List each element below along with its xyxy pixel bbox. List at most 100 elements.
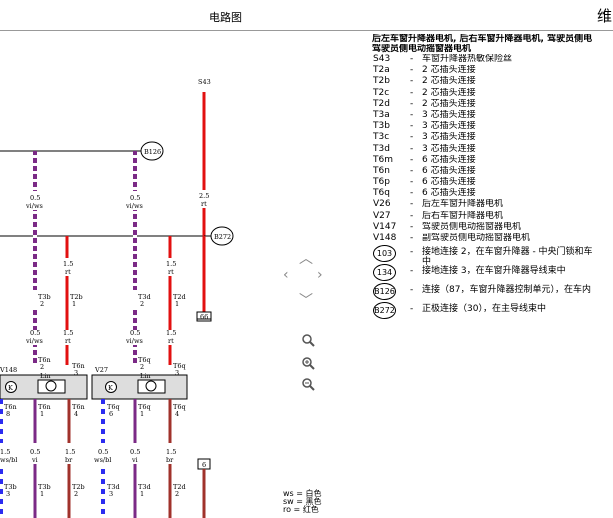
legend-code: T2b — [373, 76, 390, 87]
legend-dash: - — [410, 266, 414, 277]
wire-size-label: 0.5 — [130, 329, 140, 337]
legend-item: V148-副驾驶员侧电动摇窗器电机 — [372, 233, 613, 244]
legend-dash: - — [410, 109, 414, 120]
legend-desc: 后右车窗升降器电机 — [422, 210, 504, 221]
wire-size-label: 2.5 — [199, 192, 209, 200]
box-6-label: 6 — [202, 461, 206, 469]
legend-desc: 接地连接 3，在车窗升降器导线束中 — [422, 266, 566, 277]
legend-dash: - — [410, 65, 414, 76]
connector-t6n-label: T6n — [72, 362, 85, 370]
connector-pin-label: 2 — [140, 300, 144, 308]
legend-item: V26-后左车窗升降器电机 — [372, 199, 613, 210]
color-abbr: ws — [283, 489, 294, 498]
title-bar: 电路图 维 — [0, 0, 613, 31]
connector-pin-label: 4 — [74, 410, 78, 418]
legend-node-item: B272-正极连接（30），在主导线束中 — [372, 301, 613, 320]
legend-item: T3c-3 芯插头连接 — [372, 132, 613, 143]
wire-vi-ws-left-mid — [33, 210, 37, 290]
zoom-out-icon[interactable] — [301, 377, 315, 391]
wire-size-label: 1.5 — [63, 260, 73, 268]
legend-desc: 2 芯插头连接 — [422, 98, 476, 109]
legend-node-circle: 103 — [373, 245, 396, 263]
arrow-left-icon[interactable]: ‹ — [283, 267, 289, 283]
legend-heading-2: 驾驶员侧电动摇窗器电机 — [372, 44, 472, 54]
wire-color-label: vi/ws — [125, 337, 143, 345]
legend-item: T3a -3 芯插头连接 — [372, 110, 613, 121]
wire-color-label: vi/ws — [25, 337, 43, 345]
legend-node-item: B126-连接（87，车窗升降器控制单元），在车内 — [372, 282, 613, 301]
color-key-item: sw = 黑色 — [283, 497, 322, 506]
legend-dash: - — [410, 199, 414, 210]
legend-code: T3a — [373, 109, 390, 120]
legend-desc: 2 芯插头连接 — [422, 76, 476, 87]
connector-pin-label: 3 — [109, 490, 113, 498]
legend-item: T2b-2 芯插头连接 — [372, 76, 613, 87]
connector-t2d-label: T2d — [173, 293, 186, 301]
legend-dash: - — [410, 221, 414, 232]
wire-color-label: ws/bl — [94, 456, 111, 464]
arrow-up-icon[interactable]: ︿ — [299, 251, 313, 267]
connector-pin-label: 1 — [72, 300, 76, 308]
zoom-in-icon[interactable] — [301, 356, 315, 370]
fuse-s43-label: S43 — [198, 78, 211, 86]
legend-dash: - — [410, 188, 414, 199]
ground-box-label: 66 — [200, 313, 208, 321]
legend-desc: 6 芯插头连接 — [422, 188, 476, 199]
legend-desc: 3 芯插头连接 — [422, 109, 476, 120]
zoom-icon[interactable] — [301, 333, 315, 347]
wire-size-label: 1.5 — [166, 329, 176, 337]
legend-dash: - — [410, 165, 414, 176]
wire-size-label: 1.5 — [166, 260, 176, 268]
wire-size-label: 0.5 — [98, 448, 108, 456]
arrow-down-icon[interactable]: ﹀ — [299, 293, 313, 309]
arrow-right-icon[interactable]: › — [317, 267, 323, 283]
node-b126-label: B126 — [144, 148, 161, 156]
wire-vi-ws-left-low2 — [33, 345, 37, 365]
legend-item: T2d-2 芯插头连接 — [372, 99, 613, 110]
wire-ws-bl-right — [101, 399, 105, 443]
legend-code: T3c — [373, 132, 390, 143]
legend-desc: 6 芯插头连接 — [422, 177, 476, 188]
wire-color-label: rt — [168, 337, 174, 345]
connector-pin-label: 2 — [74, 490, 78, 498]
wire-color-label: vi — [131, 456, 138, 464]
legend-dash: - — [410, 154, 414, 165]
wire-vi-ws-right-mid — [133, 210, 137, 290]
wire-size-label: 0.5 — [130, 194, 140, 202]
connector-pin-label: 3 — [175, 369, 179, 377]
color-abbr: ro — [283, 505, 292, 514]
connector-t3b-label: T3b — [38, 483, 51, 491]
legend-desc: 后左车窗升降器电机 — [422, 199, 504, 210]
control-unit-icon — [5, 381, 17, 393]
circuit-diagram: S43 2.5 rt B272 B126 0.5 vi/ws 0.5 vi/ws… — [0, 78, 234, 518]
legend-code: T2c — [373, 87, 390, 98]
connector-t3b-label: T3b — [38, 293, 51, 301]
wire-vi-ws-right-top — [133, 151, 137, 191]
connector-t3d-label: T3d — [138, 483, 151, 491]
motor-left-label: V148 — [0, 366, 17, 374]
wire-color-label: rt — [65, 268, 71, 276]
legend-item: V147-驾驶员侧电动摇窗器电机 — [372, 222, 613, 233]
legend-item: T6q-6 芯插头连接 — [372, 188, 613, 199]
wire-color-label: rt — [168, 268, 174, 276]
legend-dash: - — [410, 285, 414, 296]
node-b126 — [140, 141, 164, 161]
wire-ws-bl-right-2 — [101, 464, 105, 518]
wire-ws-bl-left-2 — [0, 464, 3, 518]
legend-code: V148 — [373, 233, 397, 243]
legend-code: T2a — [373, 65, 390, 76]
connector-t6q-label: T6q — [138, 403, 151, 411]
legend-desc-continued: 中 — [422, 257, 432, 268]
legend-desc: 3 芯插头连接 — [422, 132, 476, 143]
connector-pin-label: 1 — [40, 490, 44, 498]
wire-vi-ws-right-low2 — [133, 345, 137, 365]
color-name: 红色 — [302, 505, 319, 514]
legend-desc: 车窗升降器热敏保险丝 — [422, 54, 513, 64]
wire-color-label: vi/ws — [125, 202, 143, 210]
legend-item: S43-车窗升降器热敏保险丝 — [372, 54, 613, 65]
wire-size-label: 1.5 — [166, 448, 176, 456]
legend-desc: 6 芯插头连接 — [422, 165, 476, 176]
legend-dash: - — [410, 121, 414, 132]
connector-pin-label: 2 — [40, 300, 44, 308]
legend-dash: - — [410, 210, 414, 221]
